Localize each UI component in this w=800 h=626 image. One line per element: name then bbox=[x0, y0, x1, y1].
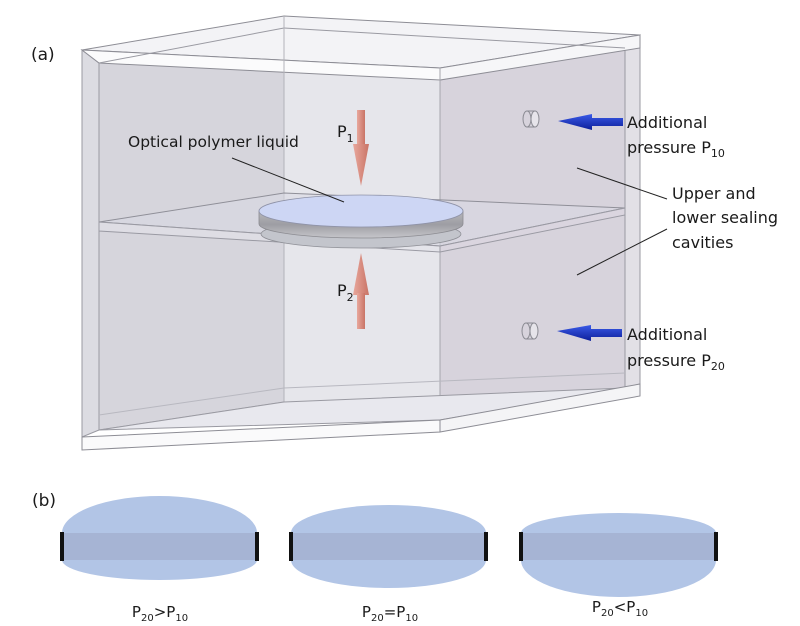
panel-b: (b) P20>P10 P20=P10 P20<P10 bbox=[32, 491, 718, 624]
clamp-right bbox=[484, 532, 488, 561]
pressure-arrow-p1 bbox=[353, 110, 369, 186]
middle-membrane-thickness-right bbox=[439, 207, 626, 253]
cavities-label: Upper and lower sealing cavities bbox=[672, 184, 783, 252]
lower-inlet-label: Additional pressure P20 bbox=[627, 325, 725, 373]
lens-condition-label: P20>P10 bbox=[132, 603, 188, 624]
lens-top-surface bbox=[258, 194, 464, 228]
bottom-plate-right bbox=[439, 383, 641, 433]
floor-inner-line-back bbox=[283, 372, 626, 389]
membrane-band bbox=[291, 533, 486, 560]
panel-a: (a) bbox=[31, 15, 783, 451]
panel-b-label: (b) bbox=[32, 491, 56, 511]
clamp-left bbox=[60, 532, 64, 561]
upper-inlet-port bbox=[522, 110, 540, 128]
upper-inlet-label: Additional pressure P10 bbox=[627, 113, 725, 160]
lens-shape bbox=[519, 513, 718, 597]
upper-inlet-arrow bbox=[558, 114, 623, 130]
lower-inlet-arrow bbox=[557, 325, 622, 341]
top-inner-edge bbox=[98, 27, 285, 64]
optical-polymer-lens bbox=[258, 194, 464, 249]
panel-a-label: (a) bbox=[31, 45, 55, 65]
pressure-arrow-p2 bbox=[353, 253, 369, 329]
clamp-right bbox=[255, 532, 259, 561]
lens-shape bbox=[60, 496, 259, 580]
top-inner-edge-back bbox=[283, 27, 626, 49]
lens-shape bbox=[289, 505, 488, 588]
clamp-left bbox=[519, 532, 523, 561]
p1-label: P1 bbox=[337, 122, 354, 145]
membrane-band bbox=[62, 533, 257, 560]
clamp-left bbox=[289, 532, 293, 561]
left-edge-strip bbox=[81, 48, 100, 438]
lower-inlet-port bbox=[521, 322, 539, 340]
lens-condition-label: P20=P10 bbox=[362, 603, 418, 624]
floor-inner-line bbox=[98, 387, 285, 416]
sealed-chamber-box bbox=[80, 15, 641, 451]
lens-shapes-row bbox=[60, 496, 718, 597]
cavities-leader-lower bbox=[576, 228, 668, 276]
cavities-leader-upper bbox=[576, 167, 668, 200]
lens-condition-label: P20<P10 bbox=[592, 598, 648, 619]
optical-liquid-label: Optical polymer liquid bbox=[128, 133, 299, 151]
membrane-band bbox=[521, 533, 716, 560]
clamp-right bbox=[714, 532, 718, 561]
optical-liquid-leader bbox=[231, 157, 345, 203]
p2-label: P2 bbox=[337, 281, 354, 304]
